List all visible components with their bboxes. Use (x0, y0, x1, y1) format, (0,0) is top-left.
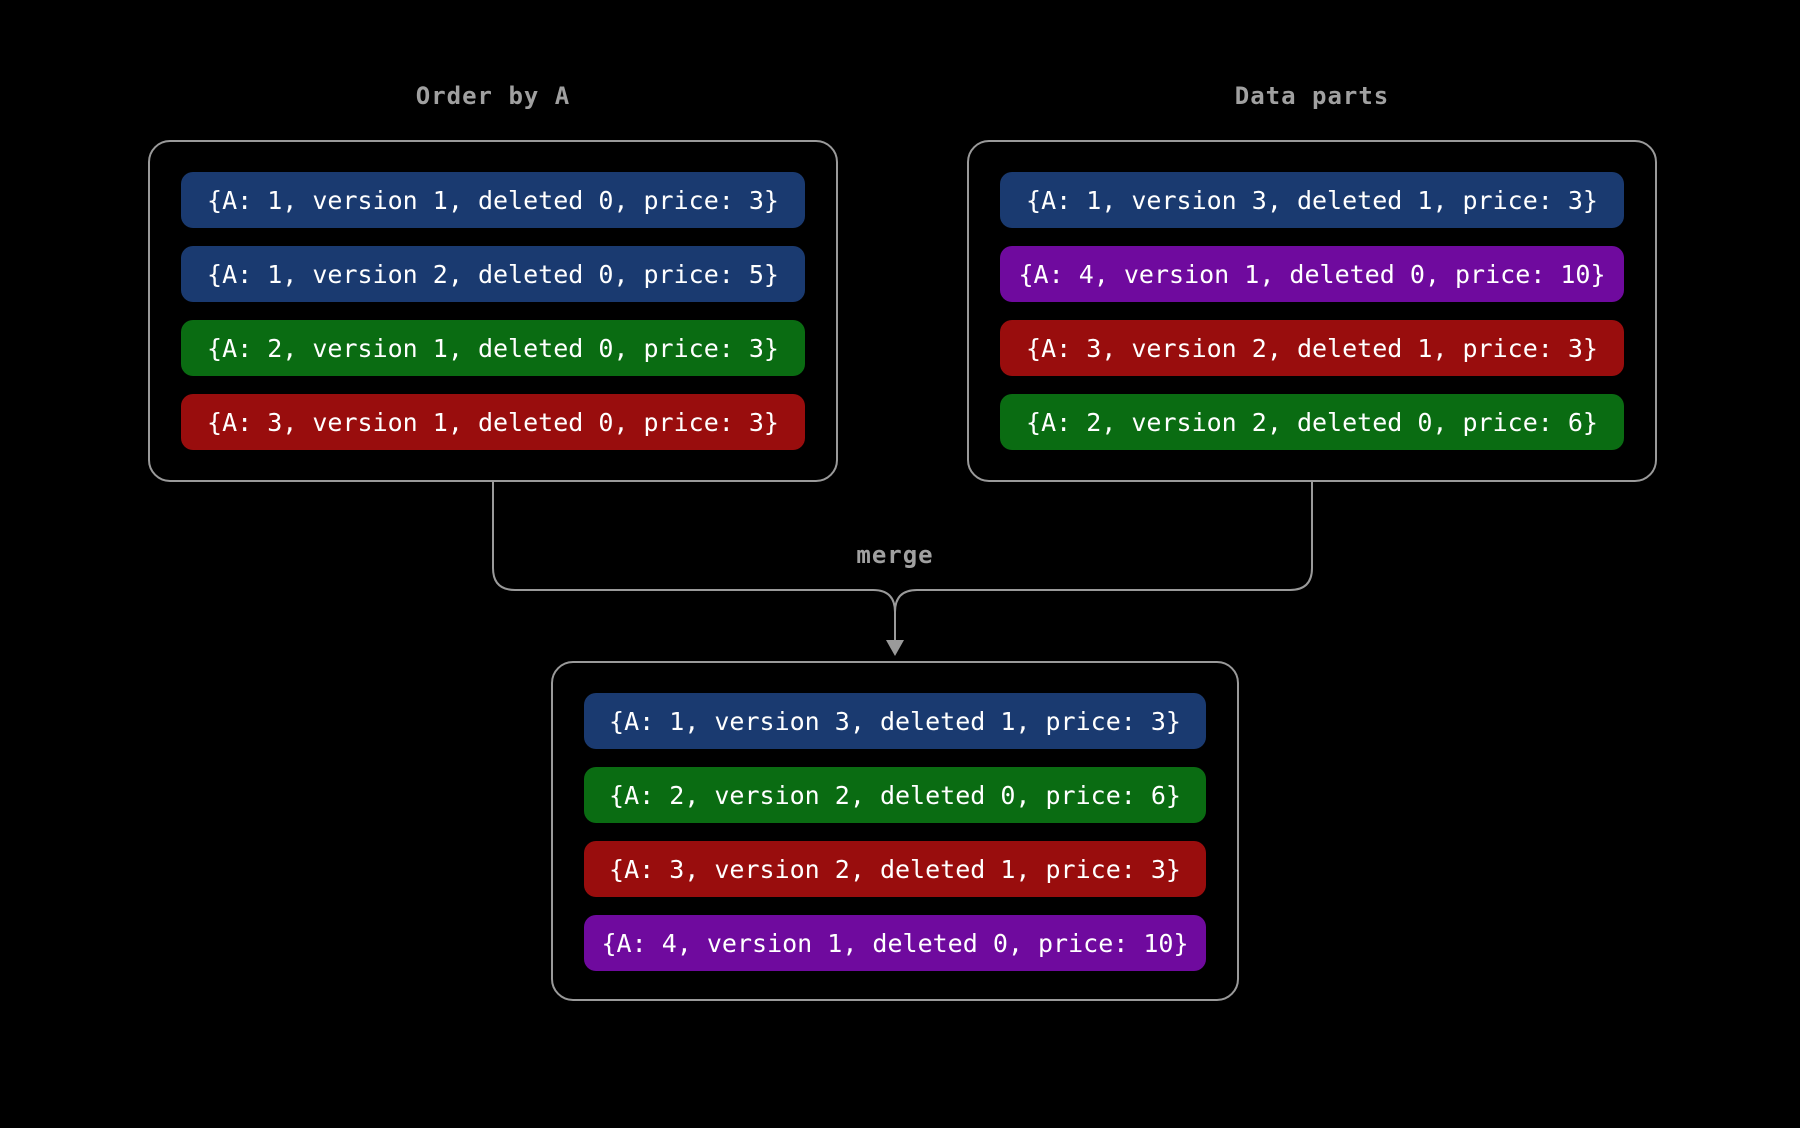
part-row: {A: 1, version 3, deleted 1, price: 3} (1000, 172, 1624, 228)
part-row: {A: 3, version 2, deleted 1, price: 3} (584, 841, 1206, 897)
part-row: {A: 4, version 1, deleted 0, price: 10} (1000, 246, 1624, 302)
order-by-a-box: {A: 1, version 1, deleted 0, price: 3} {… (148, 140, 838, 482)
merge-label: merge (856, 541, 934, 569)
merged-result-box: {A: 1, version 3, deleted 1, price: 3} {… (551, 661, 1239, 1001)
part-row: {A: 1, version 3, deleted 1, price: 3} (584, 693, 1206, 749)
left-group-title: Order by A (415, 82, 571, 110)
data-parts-box: {A: 1, version 3, deleted 1, price: 3} {… (967, 140, 1657, 482)
right-group-title: Data parts (1234, 82, 1390, 110)
part-row: {A: 3, version 1, deleted 0, price: 3} (181, 394, 805, 450)
part-row: {A: 3, version 2, deleted 1, price: 3} (1000, 320, 1624, 376)
part-row: {A: 2, version 2, deleted 0, price: 6} (1000, 394, 1624, 450)
part-row: {A: 1, version 1, deleted 0, price: 3} (181, 172, 805, 228)
part-row: {A: 1, version 2, deleted 0, price: 5} (181, 246, 805, 302)
part-row: {A: 4, version 1, deleted 0, price: 10} (584, 915, 1206, 971)
arrowhead-icon (886, 640, 904, 656)
part-row: {A: 2, version 2, deleted 0, price: 6} (584, 767, 1206, 823)
part-row: {A: 2, version 1, deleted 0, price: 3} (181, 320, 805, 376)
